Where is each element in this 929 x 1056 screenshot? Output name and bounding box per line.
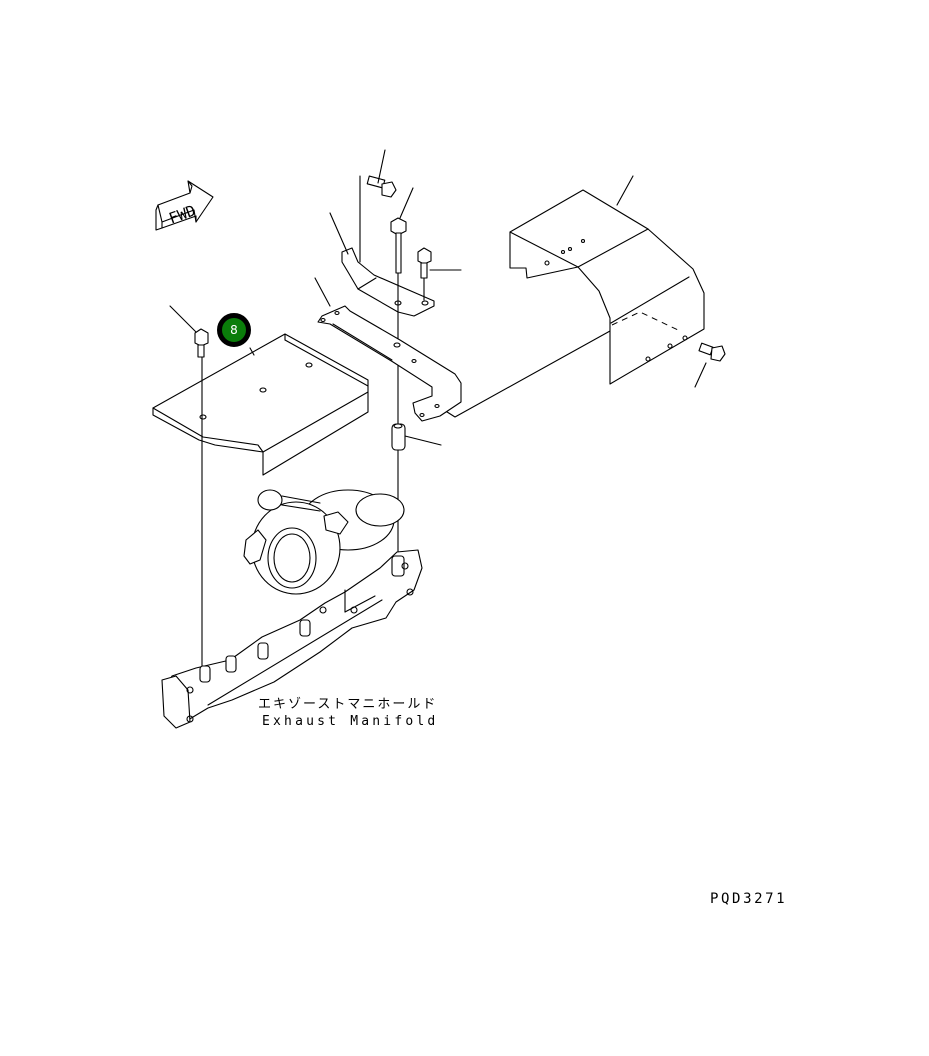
upper-bracket xyxy=(329,175,435,317)
bolt-right xyxy=(694,342,726,388)
drawing-number: PQD3271 xyxy=(710,891,788,907)
turbocharger-and-exhaust-manifold xyxy=(161,489,423,729)
turbo-heat-shield-cover xyxy=(509,175,705,385)
forward-arrow-icon: FWD xyxy=(155,180,214,231)
exhaust-manifold-label-jp: エキゾーストマニホールド xyxy=(258,697,438,712)
spacer xyxy=(391,423,442,451)
callout-number: 8 xyxy=(230,323,238,337)
exhaust-manifold-label-en: Exhaust Manifold xyxy=(262,714,439,729)
lower-bracket xyxy=(314,277,462,422)
bolt-top-horizontal xyxy=(366,149,397,198)
callout-8-heat-cover-plate[interactable]: 8 xyxy=(217,313,251,347)
bolt-left xyxy=(169,305,209,669)
bolt-short xyxy=(417,247,462,301)
heat-cover-plate xyxy=(152,333,369,476)
bolt-long-vertical xyxy=(390,187,414,601)
